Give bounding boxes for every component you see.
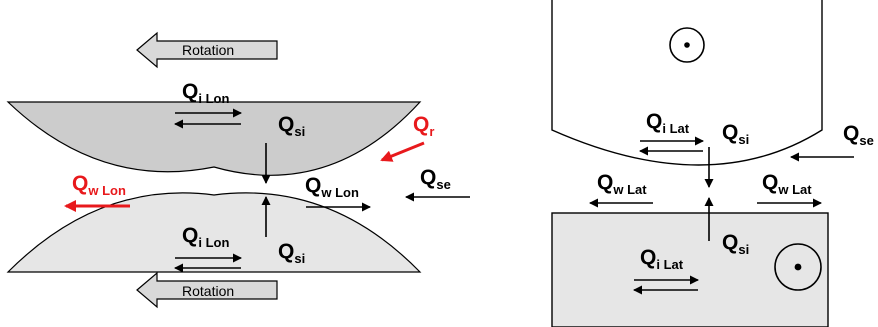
upper-lateral-body xyxy=(551,0,823,166)
qse-right-label: Qse xyxy=(843,122,874,148)
qi-lon-bottom-label: Qi Lon xyxy=(182,224,229,250)
upper-roller-surface xyxy=(6,101,422,176)
longitudinal-view: Rotation Rotation Qi Lon Qsi Qsi Qi Lon xyxy=(6,31,470,309)
qi-lat-top-label: Qi Lat xyxy=(646,110,690,136)
qsi-lat-top-label: Qsi xyxy=(722,121,749,147)
arrow-red-icon xyxy=(380,141,425,162)
qw-lon-right-label: Qw Lon xyxy=(305,174,359,200)
lateral-view: Qi Lat Qsi Qse Qw Lat Qw Lat Qsi xyxy=(551,0,874,327)
qw-lat-left-label: Qw Lat xyxy=(597,171,647,197)
qsi-top-label: Qsi xyxy=(278,113,305,139)
rotation-label-bottom: Rotation xyxy=(182,283,234,299)
qi-lon-top-label: Qi Lon xyxy=(182,80,229,106)
lower-roller-surface xyxy=(6,192,422,273)
qsi-lat-bottom-label: Qsi xyxy=(722,231,749,257)
rotation-arrow-bottom: Rotation xyxy=(136,271,278,309)
qse-left-label: Qse xyxy=(420,166,451,192)
qsi-bottom-label: Qsi xyxy=(278,240,305,266)
qi-lat-bottom-label: Qi Lat xyxy=(640,246,684,272)
qw-lat-right-label: Qw Lat xyxy=(762,171,812,197)
qw-lon-left-label: Qw Lon xyxy=(72,172,126,198)
qr-label: Qr xyxy=(413,113,434,139)
rotation-arrow-top: Rotation xyxy=(136,31,278,69)
rotation-label-top: Rotation xyxy=(182,42,234,58)
out-of-plane-rotation-icon xyxy=(669,27,705,63)
out-of-plane-rotation-icon xyxy=(774,243,822,291)
lower-lateral-block xyxy=(551,212,829,327)
